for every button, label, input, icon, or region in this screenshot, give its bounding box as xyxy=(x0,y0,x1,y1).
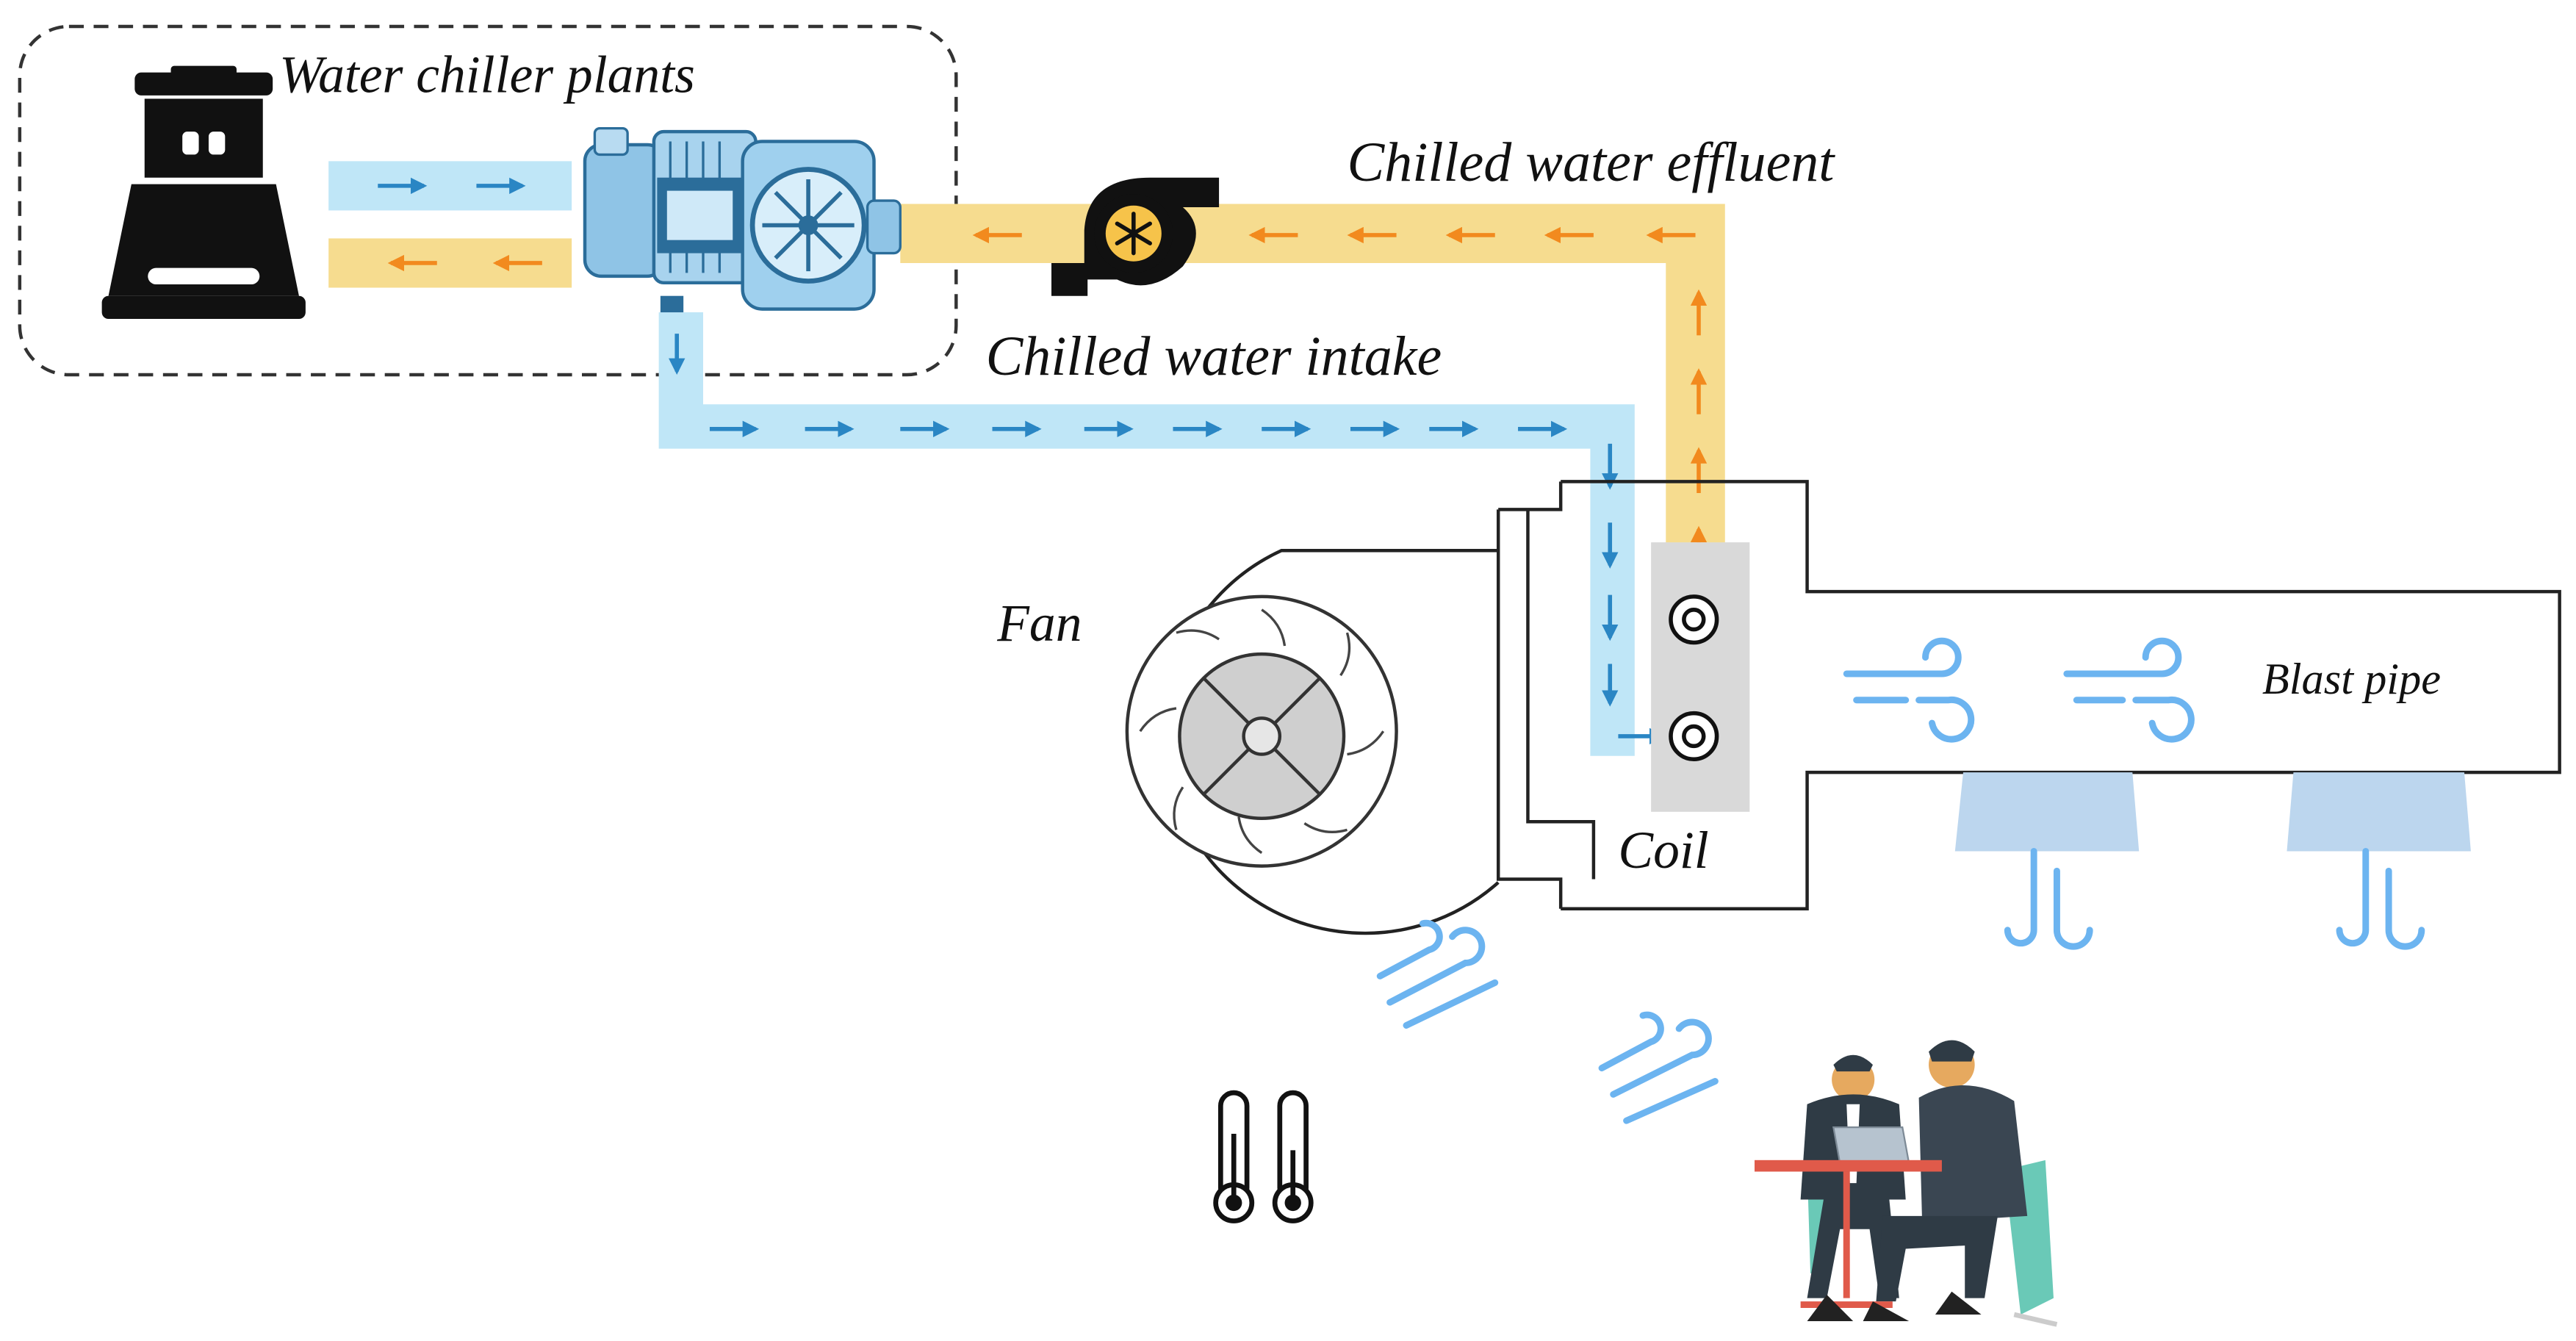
effluent-label: Chilled water effluent xyxy=(1347,132,1835,193)
intake-flow-arrows xyxy=(669,334,1666,745)
coil-label: Coil xyxy=(1618,822,1708,880)
chiller-pipe-stubs xyxy=(328,161,572,288)
thermometer-icon xyxy=(1213,1090,1314,1223)
fan-label: Fan xyxy=(996,594,1082,652)
room-airflow-icon xyxy=(1376,919,1719,1124)
snowflake-blower-icon xyxy=(1051,177,1220,296)
effluent-flow-arrows xyxy=(972,226,1708,572)
centrifugal-fan-icon xyxy=(1125,549,1500,935)
chiller-plant-boundary xyxy=(18,24,958,377)
cooling-tower-icon xyxy=(101,65,306,320)
coil-block xyxy=(1651,542,1750,812)
office-workers-icon xyxy=(1755,1040,2058,1327)
blast-pipe-label: Blast pipe xyxy=(2262,655,2441,704)
chiller-plants-label: Water chiller plants xyxy=(279,46,695,104)
intake-label: Chilled water intake xyxy=(986,326,1442,387)
compressor-pump-icon xyxy=(583,126,902,313)
coil-connection-icon xyxy=(1669,594,1719,762)
air-diffuser-icon xyxy=(1954,772,2471,950)
airflow-icon xyxy=(1843,637,2195,743)
air-handler-casing xyxy=(1496,480,2561,910)
